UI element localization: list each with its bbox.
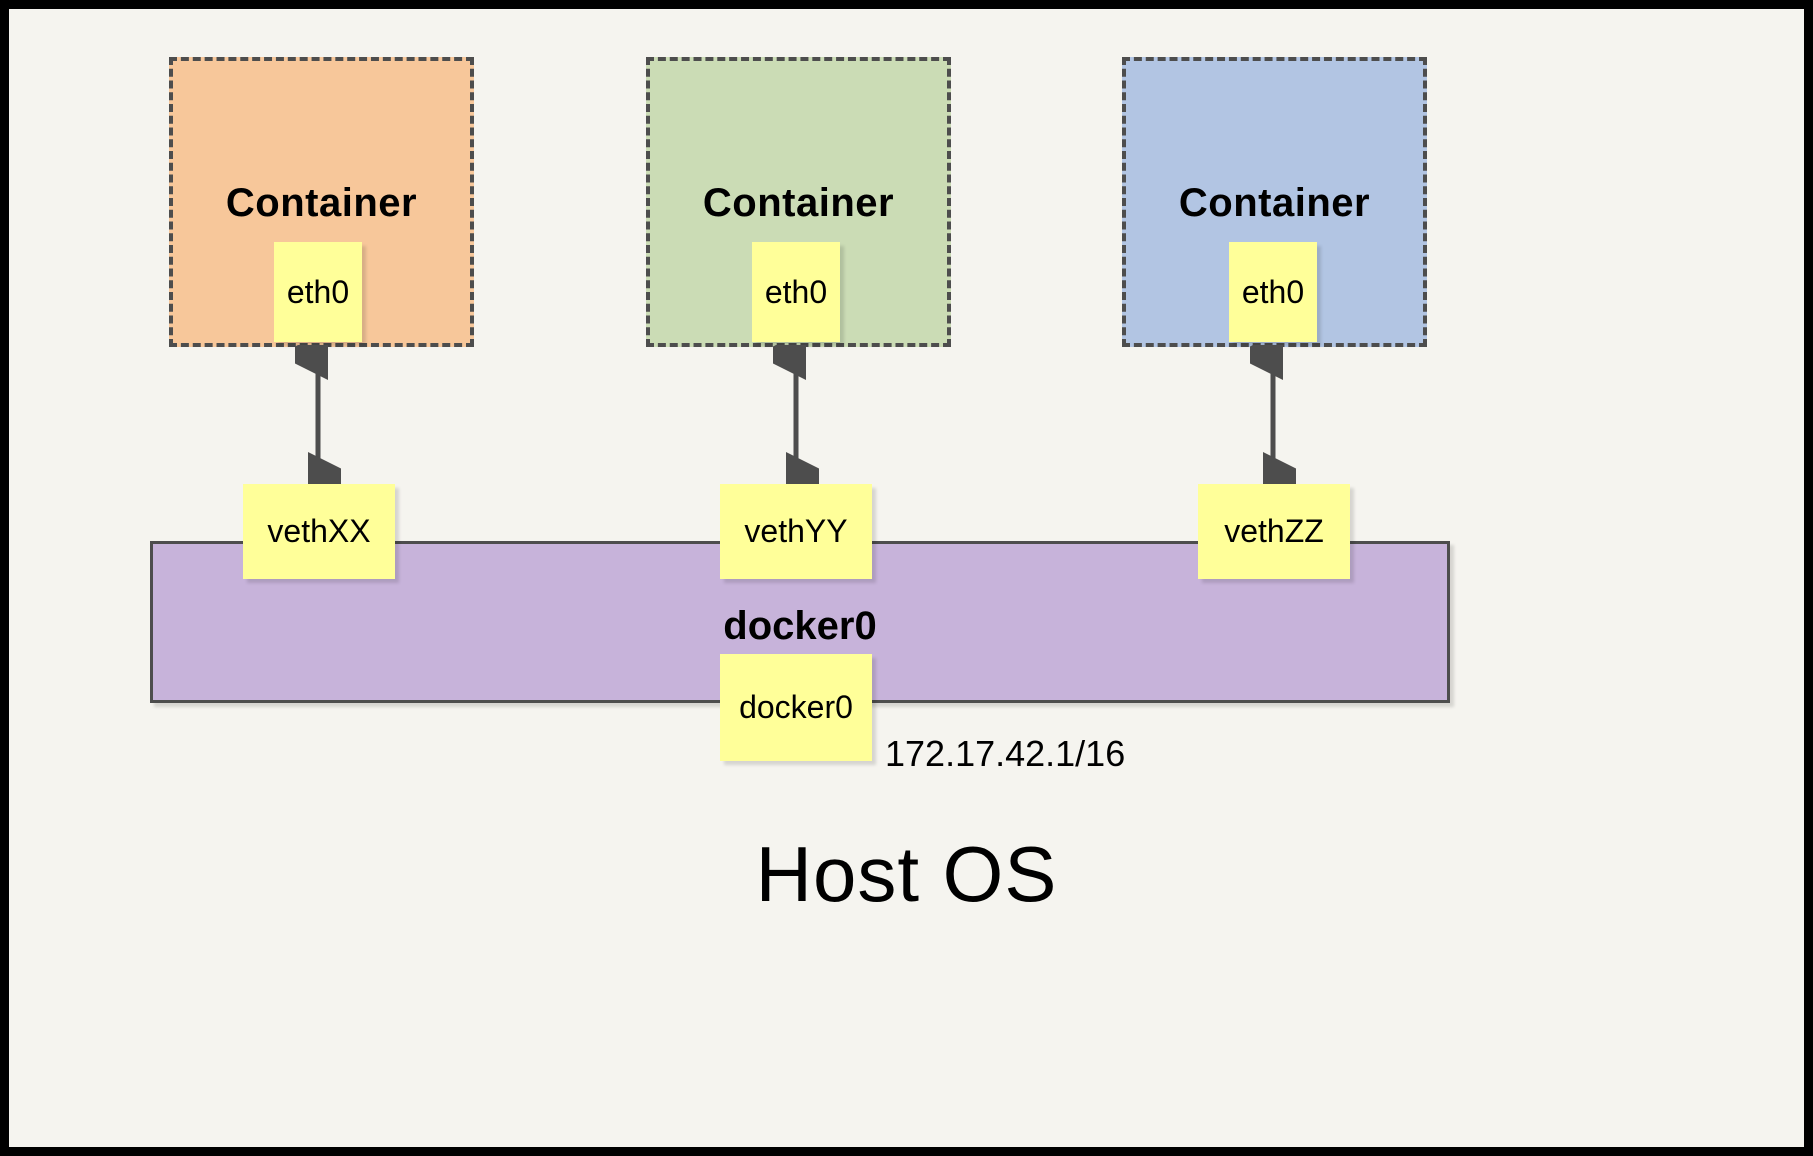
docker0-interface-label: docker0 xyxy=(739,689,853,725)
docker0-interface-box: docker0 xyxy=(720,654,872,761)
eth0-label-1: eth0 xyxy=(286,273,350,310)
veth-label-3: vethZZ xyxy=(1224,513,1324,549)
veth-label-2: vethYY xyxy=(744,513,848,549)
veth-box-3: vethZZ xyxy=(1198,484,1350,579)
docker0-bar-label: docker0 xyxy=(723,604,877,648)
eth0-box-3: eth0 xyxy=(1229,242,1317,342)
host-os-label: Host OS xyxy=(755,830,1058,918)
eth0-box-1: eth0 xyxy=(274,242,362,342)
container-title-1: Container xyxy=(225,181,418,225)
container-title-2: Container xyxy=(702,181,895,225)
eth0-label-2: eth0 xyxy=(764,273,828,310)
veth-box-2: vethYY xyxy=(720,484,872,579)
arrow-vethXX-eth0 xyxy=(295,345,341,487)
eth0-box-2: eth0 xyxy=(752,242,840,342)
veth-box-1: vethXX xyxy=(243,484,395,579)
veth-label-1: vethXX xyxy=(267,513,371,549)
container-title-3: Container xyxy=(1178,181,1371,225)
arrow-vethZZ-eth0 xyxy=(1250,345,1296,487)
bridge-ip-label: 172.17.42.1/16 xyxy=(885,733,1126,774)
arrow-vethYY-eth0 xyxy=(773,345,819,487)
eth0-label-3: eth0 xyxy=(1241,273,1305,310)
